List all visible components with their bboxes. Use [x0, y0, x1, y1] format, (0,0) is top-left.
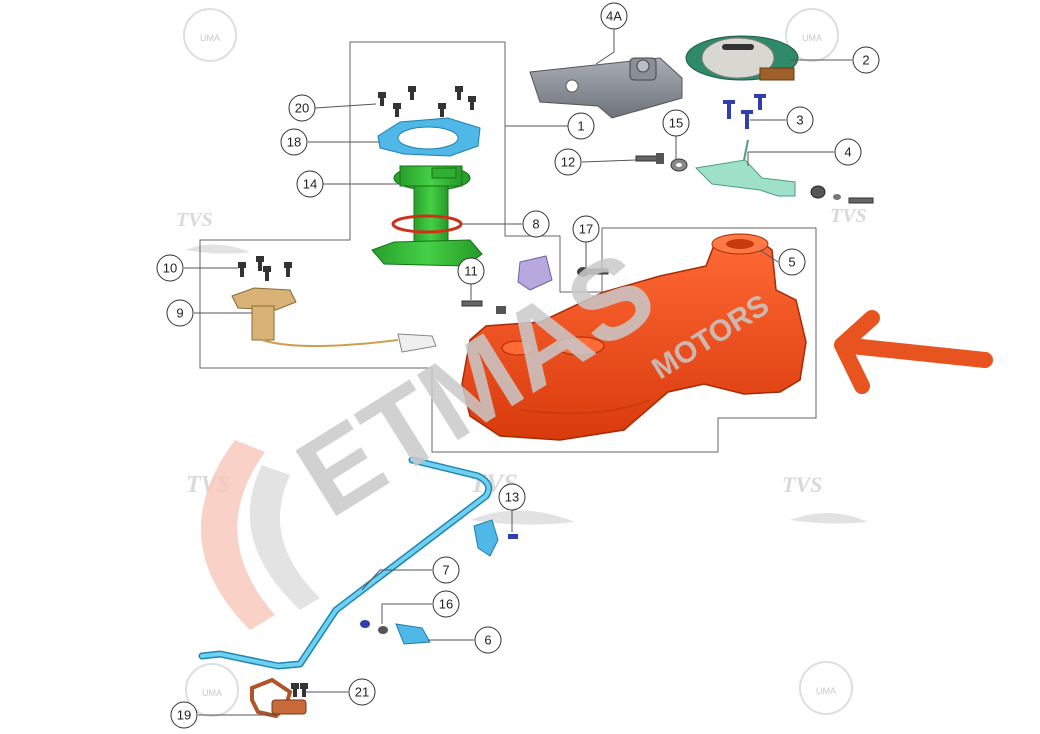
callout-15: 15 — [662, 109, 690, 137]
part-17-bolt — [577, 267, 609, 277]
svg-text:20: 20 — [295, 101, 309, 116]
leader-lines — [184, 28, 852, 716]
svg-text:17: 17 — [579, 222, 593, 237]
svg-text:12: 12 — [561, 155, 575, 170]
brand-swoosh — [200, 440, 275, 630]
part-21-bolts — [291, 683, 308, 697]
callout-17: 17 — [572, 215, 600, 243]
part-16-screw — [360, 620, 388, 634]
part-20-screws — [378, 86, 476, 117]
part-8-o-ring — [391, 214, 463, 234]
svg-text:14: 14 — [303, 177, 317, 192]
brand-swoosh-grey — [249, 465, 320, 610]
callout-14: 14 — [296, 170, 324, 198]
part-13-hose-clip — [473, 519, 518, 557]
part-12-bolt — [635, 153, 664, 164]
tvs-horse-mark — [790, 512, 868, 524]
uma-logo: UMA — [799, 661, 853, 715]
svg-text:6: 6 — [484, 633, 491, 648]
svg-text:21: 21 — [355, 685, 369, 700]
tvs-watermark: TVS — [782, 472, 822, 497]
svg-text:4A: 4A — [606, 9, 622, 24]
part-10-screws — [238, 256, 292, 281]
part-19-clip — [250, 677, 307, 719]
callouts: 4A 2 1 3 4 15 12 20 18 14 8 17 5 10 11 9… — [156, 2, 880, 729]
svg-text:15: 15 — [669, 116, 683, 131]
uma-logo: UMA — [785, 8, 839, 62]
svg-text:18: 18 — [287, 135, 301, 150]
callout-7: 7 — [432, 556, 460, 584]
part-3-screws — [723, 94, 766, 129]
highlight-arrow — [834, 310, 993, 394]
part-4-bracket — [694, 139, 796, 197]
part-5-fuel-tank — [461, 233, 807, 441]
callout-2: 2 — [852, 46, 880, 74]
part-18-gasket — [377, 117, 481, 157]
tvs-watermark: TVS — [830, 205, 867, 227]
svg-text:3: 3 — [796, 113, 803, 128]
svg-text:UMA: UMA — [816, 686, 836, 696]
callout-21: 21 — [348, 678, 376, 706]
svg-text:13: 13 — [505, 490, 519, 505]
tvs-horse-mark — [470, 510, 575, 525]
callout-16: 16 — [432, 590, 460, 618]
part-2-filler-cap — [685, 35, 799, 81]
callout-13: 13 — [498, 483, 526, 511]
svg-text:1: 1 — [577, 119, 584, 134]
callout-5: 5 — [778, 248, 806, 276]
svg-text:19: 19 — [177, 708, 191, 723]
part-15-washer — [670, 158, 688, 172]
svg-text:UMA: UMA — [802, 33, 822, 43]
callout-3: 3 — [786, 106, 814, 134]
svg-text:16: 16 — [439, 597, 453, 612]
uma-logo: UMA — [185, 663, 239, 717]
svg-text:9: 9 — [176, 306, 183, 321]
callout-20: 20 — [288, 94, 316, 122]
part-11-bolt — [461, 300, 506, 314]
part-4a-mounting-bracket — [529, 57, 683, 119]
part-9-fuel-level-sender — [231, 287, 437, 353]
svg-text:4: 4 — [844, 145, 851, 160]
tvs-horse-mark — [185, 244, 250, 254]
callout-12: 12 — [554, 148, 582, 176]
part-4-fasteners — [810, 185, 874, 204]
callout-6: 6 — [474, 626, 502, 654]
part-14-fuel-pump — [371, 165, 483, 267]
svg-text:UMA: UMA — [200, 33, 220, 43]
callout-4: 4 — [834, 138, 862, 166]
part-7-fuel-hose — [198, 456, 493, 670]
svg-text:UMA: UMA — [202, 688, 222, 698]
callout-8: 8 — [522, 210, 550, 238]
svg-text:8: 8 — [532, 217, 539, 232]
svg-text:11: 11 — [464, 264, 478, 279]
svg-text:7: 7 — [442, 563, 449, 578]
watermark-layer: UMA UMA UMA UMA TVS TVS TVS TVS TVS — [176, 8, 868, 717]
callout-18: 18 — [280, 128, 308, 156]
callout-9: 9 — [166, 299, 194, 327]
svg-text:2: 2 — [862, 53, 869, 68]
svg-text:10: 10 — [163, 261, 177, 276]
svg-text:5: 5 — [788, 255, 795, 270]
callout-4a: 4A — [600, 2, 628, 30]
callout-1: 1 — [567, 112, 595, 140]
callout-11: 11 — [457, 257, 485, 285]
callout-19: 19 — [170, 701, 198, 729]
tvs-watermark: TVS — [176, 209, 213, 231]
part-6-clamp — [395, 623, 431, 645]
callout-10: 10 — [156, 254, 184, 282]
bracket-small-purple — [517, 255, 553, 291]
uma-logo: UMA — [183, 8, 237, 62]
